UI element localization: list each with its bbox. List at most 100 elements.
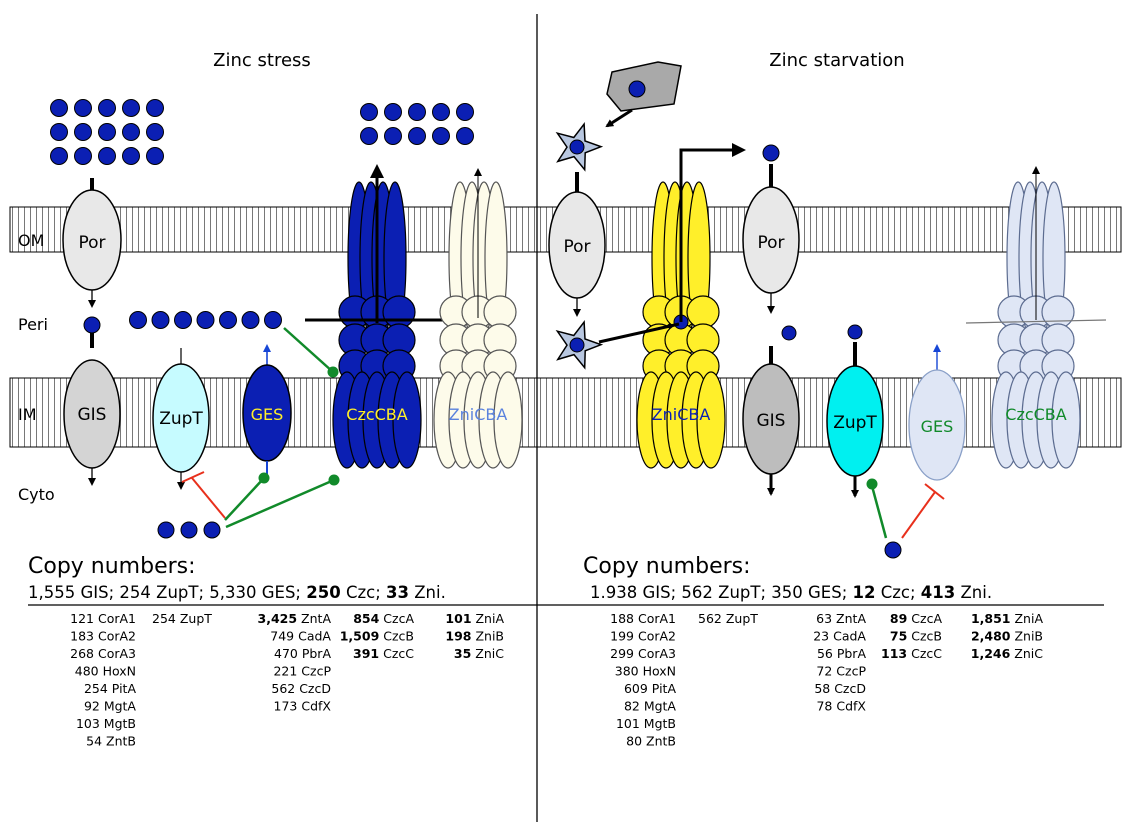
copy-entry: 92 MgtA bbox=[84, 699, 136, 714]
zinc-ion bbox=[885, 542, 901, 558]
cyto-label: Cyto bbox=[18, 485, 55, 504]
zinc-ion bbox=[197, 312, 214, 329]
copy-entry: 183 CorA2 bbox=[70, 629, 136, 644]
copy-entry: 221 CzcP bbox=[273, 664, 331, 679]
copy-entry: 56 PbrA bbox=[817, 646, 866, 661]
copy-entry: 562 ZupT bbox=[698, 611, 758, 626]
left-title: Zinc stress bbox=[213, 50, 311, 71]
zinc-ion bbox=[123, 100, 140, 117]
copy-entry: 75 CzcB bbox=[890, 629, 942, 644]
ges-right-inhibition-bar bbox=[925, 484, 944, 499]
copy-entry: 480 HoxN bbox=[75, 664, 136, 679]
zinc-ion bbox=[152, 312, 169, 329]
mfp-ring bbox=[383, 296, 415, 328]
copy-entry: 54 ZntB bbox=[86, 734, 136, 749]
zinc-ion bbox=[457, 128, 474, 145]
znicba-label: ZniCBA bbox=[449, 405, 508, 424]
zinc-cluster-outside-czc bbox=[361, 104, 474, 145]
right-title: Zinc starvation bbox=[769, 50, 904, 71]
zinc-cluster-outside-por bbox=[51, 100, 164, 165]
zinc-ion bbox=[457, 104, 474, 121]
copy-entry: 2,480 ZniB bbox=[971, 629, 1043, 644]
zinc-ion bbox=[147, 148, 164, 165]
znicba-right-label: ZniCBA bbox=[652, 405, 711, 424]
copy-entry: 23 CadA bbox=[813, 629, 866, 644]
om-label: OM bbox=[18, 231, 44, 250]
zupt-right-activation-line bbox=[872, 486, 886, 538]
zinc-ion bbox=[265, 312, 282, 329]
copy-entry: 1,246 ZniC bbox=[971, 646, 1043, 661]
zinc-ion bbox=[361, 104, 378, 121]
zupt-inhibition-line bbox=[192, 478, 225, 518]
zinc-ion bbox=[570, 140, 584, 154]
copy-entry: 188 CorA1 bbox=[610, 611, 676, 626]
zinc-ion bbox=[99, 148, 116, 165]
peri-activation-line bbox=[284, 328, 333, 372]
czc-activation-dot bbox=[329, 475, 340, 486]
copy-entry: 72 CzcP bbox=[816, 664, 866, 679]
copy-entry: 254 PitA bbox=[84, 681, 136, 696]
copy-entry: 89 CzcA bbox=[890, 611, 943, 626]
por-label: Por bbox=[78, 233, 105, 253]
zinc-ion bbox=[763, 145, 779, 161]
copy-entry: 63 ZntA bbox=[816, 611, 866, 626]
copy-entry: 380 HoxN bbox=[615, 664, 676, 679]
zinc-ion bbox=[848, 325, 862, 339]
left-copy-title: Copy numbers: bbox=[28, 554, 196, 579]
ges-activation-dot bbox=[259, 473, 270, 484]
zinc-ion bbox=[130, 312, 147, 329]
layer-labels: OM Peri IM Cyto bbox=[18, 231, 55, 504]
zinc-ion bbox=[158, 522, 174, 538]
zinc-ion bbox=[242, 312, 259, 329]
zupt-right-label: ZupT bbox=[833, 413, 877, 433]
copy-entry: 609 PitA bbox=[624, 681, 676, 696]
im-label: IM bbox=[18, 405, 37, 424]
copy-entry: 78 CdfX bbox=[816, 699, 866, 714]
zinc-ion bbox=[147, 100, 164, 117]
zinc-ion bbox=[147, 124, 164, 141]
zinc-ion bbox=[75, 124, 92, 141]
left-panel: Por GIS ZupT GES CzcCBA ZniCBA bbox=[28, 100, 522, 749]
zinc-ion bbox=[175, 312, 192, 329]
zinc-ion bbox=[99, 124, 116, 141]
zinc-ion bbox=[204, 522, 220, 538]
copy-entry: 254 ZupT bbox=[152, 611, 212, 626]
czccba-label: CzcCBA bbox=[346, 405, 408, 424]
mfp-ring bbox=[484, 296, 516, 328]
left-copy-table: 121 CorA1183 CorA2268 CorA3480 HoxN254 P… bbox=[70, 611, 504, 749]
copy-entry: 199 CorA2 bbox=[610, 629, 676, 644]
peri-activation-dot bbox=[328, 367, 339, 378]
zinc-ion bbox=[385, 128, 402, 145]
copy-entry: 101 MgtB bbox=[616, 716, 676, 731]
zinc-ion bbox=[51, 124, 68, 141]
zinc-ion bbox=[99, 100, 116, 117]
zinc-ion bbox=[409, 104, 426, 121]
zinc-row-periplasm bbox=[130, 312, 282, 329]
copy-entry: 1,509 CzcB bbox=[340, 629, 414, 644]
zinc-ion bbox=[51, 100, 68, 117]
zupt-right-activation-dot bbox=[867, 479, 878, 490]
copy-entry: 198 ZniB bbox=[445, 629, 504, 644]
zinc-ion bbox=[123, 124, 140, 141]
copy-entry: 113 CzcC bbox=[881, 646, 942, 661]
zinc-ion bbox=[51, 148, 68, 165]
zinc-ion bbox=[361, 128, 378, 145]
copy-entry: 749 CadA bbox=[270, 629, 331, 644]
copy-entry: 35 ZniC bbox=[454, 646, 504, 661]
copy-entry: 101 ZniA bbox=[445, 611, 504, 626]
czccba-right-label: CzcCBA bbox=[1005, 405, 1067, 424]
copy-entry: 121 CorA1 bbox=[70, 611, 136, 626]
copy-entry: 3,425 ZntA bbox=[258, 611, 332, 626]
zinc-ion bbox=[433, 128, 450, 145]
protein-to-binder-arrow bbox=[607, 110, 632, 126]
copy-entry: 80 ZntB bbox=[626, 734, 676, 749]
por2-label: Por bbox=[757, 233, 784, 253]
zinc-ion bbox=[84, 317, 100, 333]
zinc-ion bbox=[570, 338, 584, 352]
por1-label: Por bbox=[563, 237, 590, 257]
zinc-ion bbox=[75, 100, 92, 117]
zupt-label: ZupT bbox=[159, 409, 203, 429]
zinc-ion bbox=[181, 522, 197, 538]
zinc-ion bbox=[123, 148, 140, 165]
